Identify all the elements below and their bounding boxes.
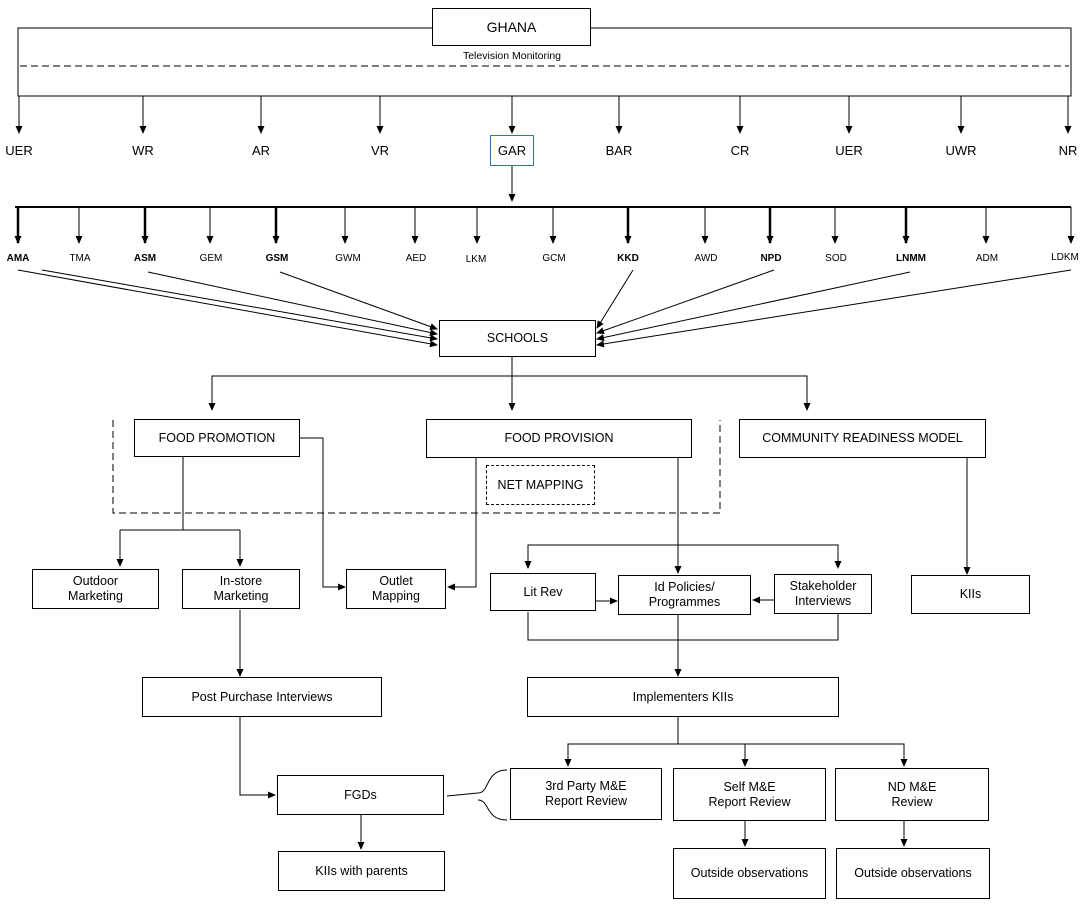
food-provision-box: FOOD PROVISION: [426, 419, 692, 458]
district-label: KKD: [617, 253, 639, 264]
district-label: LDKM: [1051, 252, 1079, 263]
district-label: AED: [405, 253, 427, 264]
district-label: ASM: [133, 253, 157, 264]
implementers-kiis-box: Implementers KIIs: [527, 677, 839, 717]
outside-observations-box-2: Outside observations: [836, 848, 990, 899]
id-policies-box: Id Policies/Programmes: [618, 575, 751, 615]
district-label: SOD: [825, 253, 847, 264]
net-mapping-box: NET MAPPING: [486, 465, 595, 505]
region-label: AR: [251, 143, 271, 158]
region-label: UWR: [945, 143, 977, 158]
region-gar-box: GAR: [490, 135, 534, 166]
district-label: ADM: [975, 253, 999, 264]
post-purchase-interviews-box: Post Purchase Interviews: [142, 677, 382, 717]
region-label: UER: [835, 143, 863, 158]
district-to-schools-arrows: [17, 269, 1072, 348]
district-label: GSM: [265, 253, 289, 264]
lit-rev-box: Lit Rev: [490, 573, 596, 611]
fgds-box: FGDs: [277, 775, 444, 815]
food-promotion-box: FOOD PROMOTION: [134, 419, 300, 457]
district-label: AMA: [6, 253, 30, 264]
region-label: UER: [5, 143, 33, 158]
district-label: GEM: [199, 253, 223, 264]
net-mapping-dashed-region: [112, 420, 721, 514]
district-label: LKM: [465, 254, 487, 265]
district-label: GWM: [335, 253, 361, 264]
ghana-box: GHANA: [432, 8, 591, 46]
district-label: NPD: [760, 253, 782, 264]
kiis-box: KIIs: [911, 575, 1030, 614]
district-label: GCM: [542, 253, 566, 264]
district-arrows: [14, 207, 1075, 244]
region-label: BAR: [605, 143, 633, 158]
community-readiness-box: COMMUNITY READINESS MODEL: [739, 419, 986, 458]
region-label: CR: [730, 143, 750, 158]
region-label: WR: [132, 143, 154, 158]
kiis-with-parents-box: KIIs with parents: [278, 851, 445, 891]
brace-icon: [446, 769, 508, 821]
region-label: VR: [370, 143, 390, 158]
district-label: LNMM: [896, 253, 926, 264]
district-label: AWD: [694, 253, 718, 264]
outside-observations-box-1: Outside observations: [673, 848, 826, 899]
schools-box: SCHOOLS: [439, 320, 596, 357]
district-label: TMA: [69, 253, 91, 264]
television-monitoring-label: Television Monitoring: [462, 50, 562, 62]
region-label: NR: [1058, 143, 1078, 158]
region-arrows: [15, 96, 1072, 134]
